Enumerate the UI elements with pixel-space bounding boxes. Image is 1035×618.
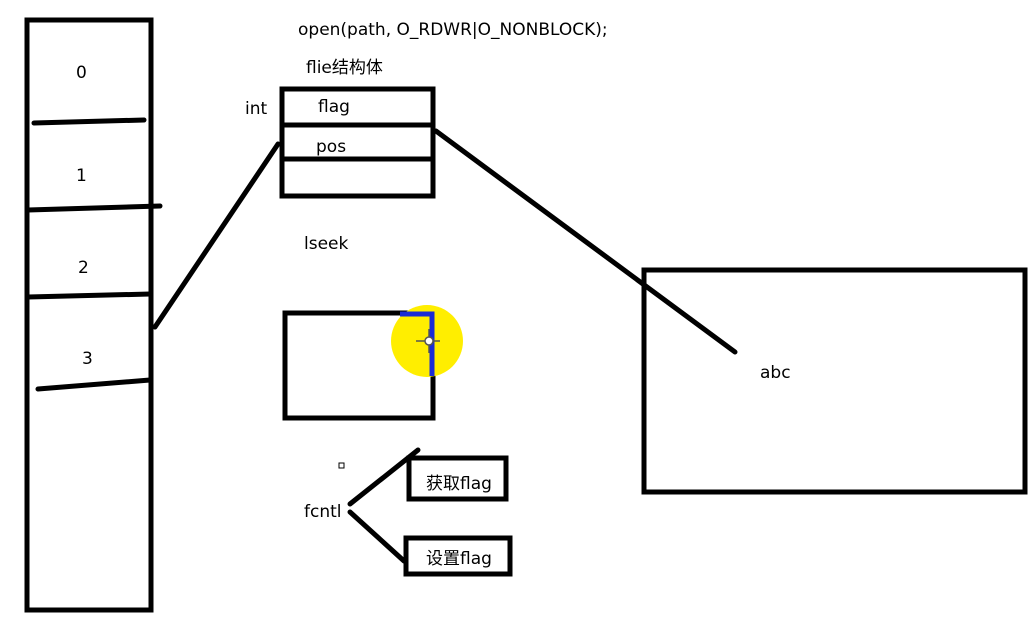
- lseek-label: lseek: [304, 234, 348, 254]
- fd-entry-0: 0: [76, 63, 87, 83]
- fcntl-label: fcntl: [304, 502, 342, 522]
- fcntl-branch: fcntl 获取flag 设置flag: [304, 447, 513, 577]
- fd-divider-3-4: [35, 377, 153, 392]
- abc-label: abc: [760, 363, 791, 383]
- get-flag-text: 获取flag: [426, 474, 492, 494]
- int-type-label: int: [245, 99, 267, 119]
- fd-entry-1: 1: [76, 166, 87, 186]
- fd-divider-1-2: [25, 203, 163, 213]
- lower-box: [282, 305, 463, 421]
- fd-entry-3: 3: [82, 349, 93, 369]
- set-flag-text: 设置flag: [426, 549, 492, 569]
- file-struct: int flag pos: [245, 86, 436, 199]
- cursor-edge: [400, 311, 435, 376]
- fd-entry-2: 2: [78, 258, 89, 278]
- fd-table: 0 1 2 3: [24, 17, 163, 613]
- struct-to-abc-line: [433, 128, 738, 355]
- data-box: abc: [641, 267, 1028, 495]
- get-flag-box: [406, 455, 509, 502]
- field-flag: flag: [318, 97, 350, 117]
- fd-divider-0-1: [31, 117, 147, 126]
- fd3-to-struct-line: [152, 141, 281, 330]
- fd-divider-2-3: [25, 291, 153, 300]
- crosshair-cursor-icon: [416, 329, 440, 353]
- small-square-mark: [338, 462, 345, 469]
- field-pos: pos: [316, 137, 346, 157]
- set-flag-box: [403, 535, 513, 577]
- struct-title: flie结构体: [306, 58, 383, 78]
- open-call-text: open(path, O_RDWR|O_NONBLOCK);: [298, 20, 608, 40]
